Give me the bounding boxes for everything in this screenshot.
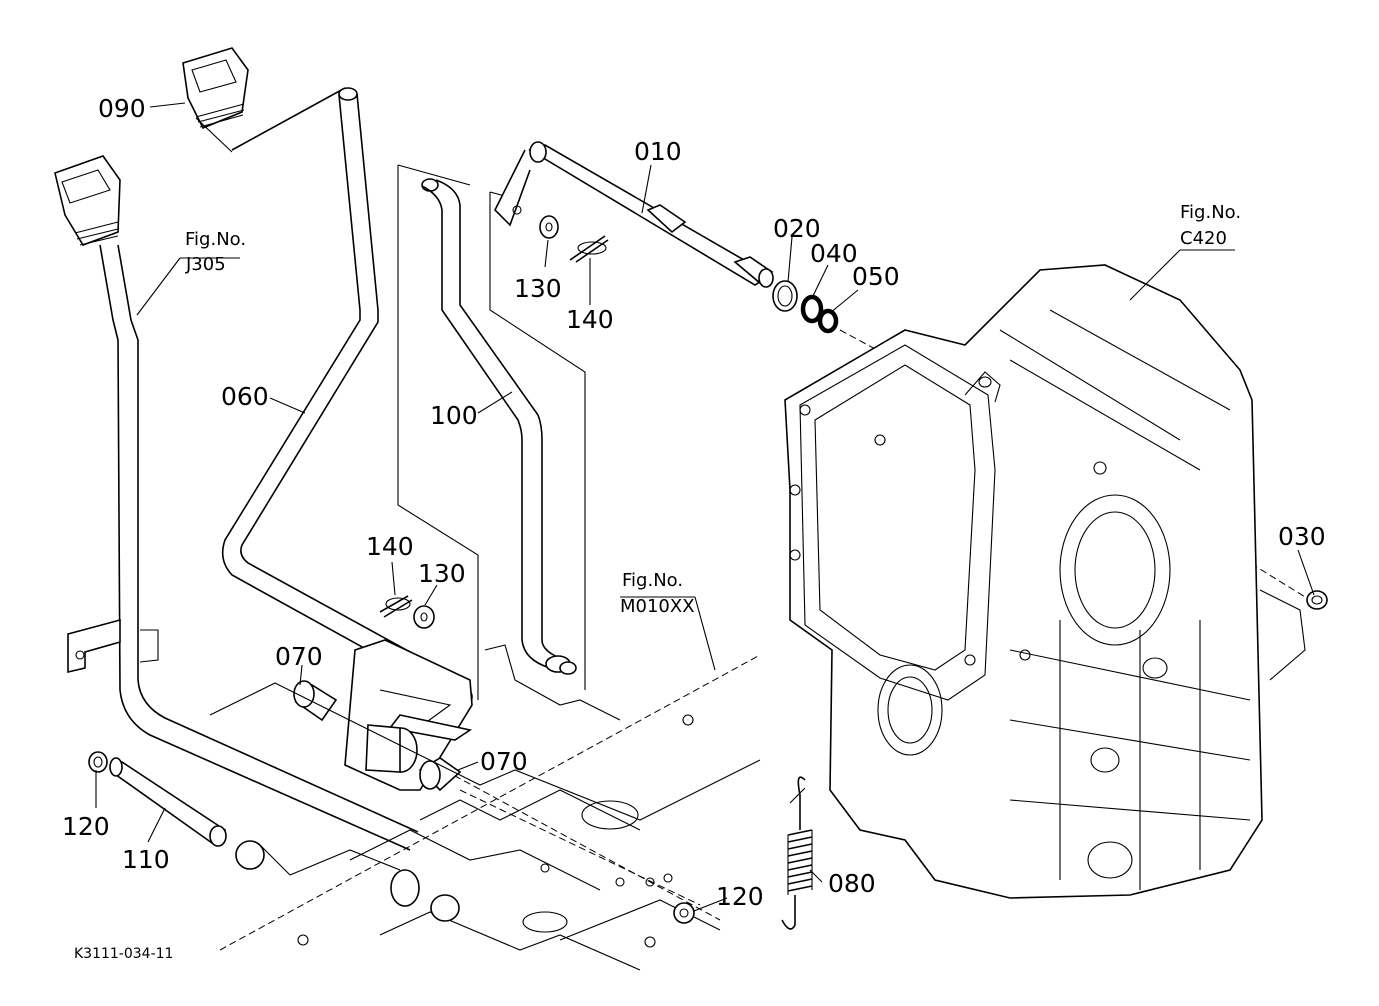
knob-left (54, 155, 121, 246)
seal-020 (772, 280, 798, 312)
bushing-lower-left (235, 840, 291, 876)
alignment-lines (219, 329, 1311, 951)
fig-c420-title: Fig.No. (1180, 202, 1241, 223)
pin-140-lower (379, 595, 413, 618)
fig-c420-code: C420 (1180, 228, 1227, 249)
label-070-lower: 070 (480, 747, 528, 776)
label-130-upper: 130 (514, 274, 562, 303)
oring-050 (817, 308, 839, 334)
label-020: 020 (773, 214, 821, 243)
label-030: 030 (1278, 522, 1326, 551)
label-140-lower: 140 (366, 532, 414, 561)
frame-m010xx (209, 644, 761, 971)
clip-120-right (673, 902, 695, 924)
washer-130-lower (413, 605, 435, 629)
fig-j305-code: J305 (185, 254, 226, 275)
label-010: 010 (634, 137, 682, 166)
label-100: 100 (430, 401, 478, 430)
pin-110 (109, 757, 227, 847)
label-050: 050 (852, 262, 900, 291)
label-140-upper: 140 (566, 305, 614, 334)
pin-140-upper (569, 235, 609, 263)
label-080: 080 (828, 869, 876, 898)
label-070-upper: 070 (275, 642, 323, 671)
spring-080 (781, 776, 813, 930)
part-labels: 010 020 030 040 050 060 070 070 080 090 … (62, 94, 1326, 911)
label-130-lower: 130 (418, 559, 466, 588)
shaft-010 (494, 141, 774, 288)
label-110: 110 (122, 845, 170, 874)
label-060: 060 (221, 382, 269, 411)
fig-m010xx-code: M010XX (620, 596, 695, 617)
fig-j305-title: Fig.No. (185, 229, 246, 250)
label-120-right: 120 (716, 882, 764, 911)
leader-lines (95, 102, 1315, 912)
lever-bracket (344, 639, 473, 791)
bushing-070-lower (418, 757, 462, 792)
washer-030 (1306, 590, 1328, 610)
figure-ref-m010xx: Fig.No. M010XX (620, 570, 695, 617)
rod-100 (421, 178, 577, 675)
washer-130-upper (539, 215, 559, 239)
label-120-left: 120 (62, 812, 110, 841)
label-040: 040 (810, 239, 858, 268)
lever-j305 (67, 244, 419, 851)
figure-ref-j305: Fig.No. J305 (185, 229, 246, 275)
label-090: 090 (98, 94, 146, 123)
knob-090 (182, 47, 346, 153)
diagram-code: K3111-034-11 (74, 946, 173, 962)
clip-120-left (88, 751, 108, 773)
figure-ref-c420: Fig.No. C420 (1180, 202, 1241, 249)
fig-m010xx-title: Fig.No. (622, 570, 683, 591)
transmission-case-c420 (784, 264, 1306, 899)
bushing-070-upper (293, 680, 338, 722)
